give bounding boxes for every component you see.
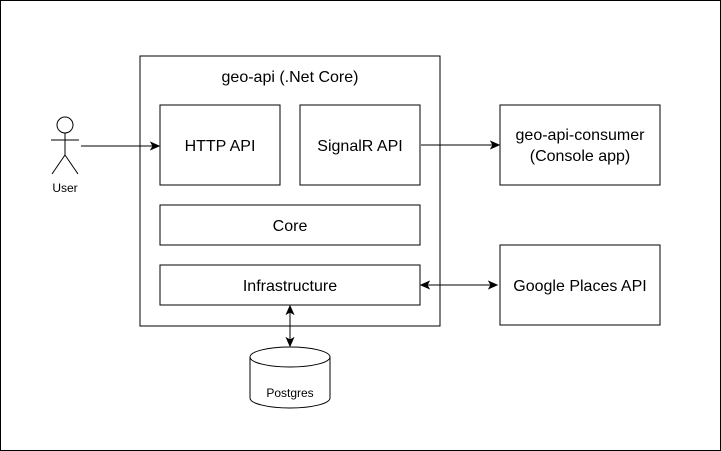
signalr-api-label: SignalR API [317, 138, 402, 155]
http-api-label: HTTP API [185, 138, 256, 155]
geo-api-container-title: geo-api (.Net Core) [222, 69, 359, 86]
infrastructure-box [159, 264, 421, 306]
geo-api-consumer-label-line1: geo-api-consumer [516, 127, 646, 144]
core-box [159, 204, 421, 246]
geo-api-consumer-label-line2: (Console app) [530, 148, 631, 165]
user-actor-label: User [52, 181, 77, 195]
google-places-api-label: Google Places API [513, 278, 646, 295]
infrastructure-label: Infrastructure [243, 278, 337, 295]
core-label: Core [273, 218, 308, 235]
http-api-box [159, 104, 281, 186]
geo-api-consumer-box [499, 104, 661, 186]
google-places-api-box [499, 244, 661, 326]
signalr-api-box [299, 104, 421, 186]
user-actor-icon [51, 116, 79, 175]
postgres-database-icon [249, 346, 331, 409]
postgres-label: Postgres [266, 386, 313, 400]
